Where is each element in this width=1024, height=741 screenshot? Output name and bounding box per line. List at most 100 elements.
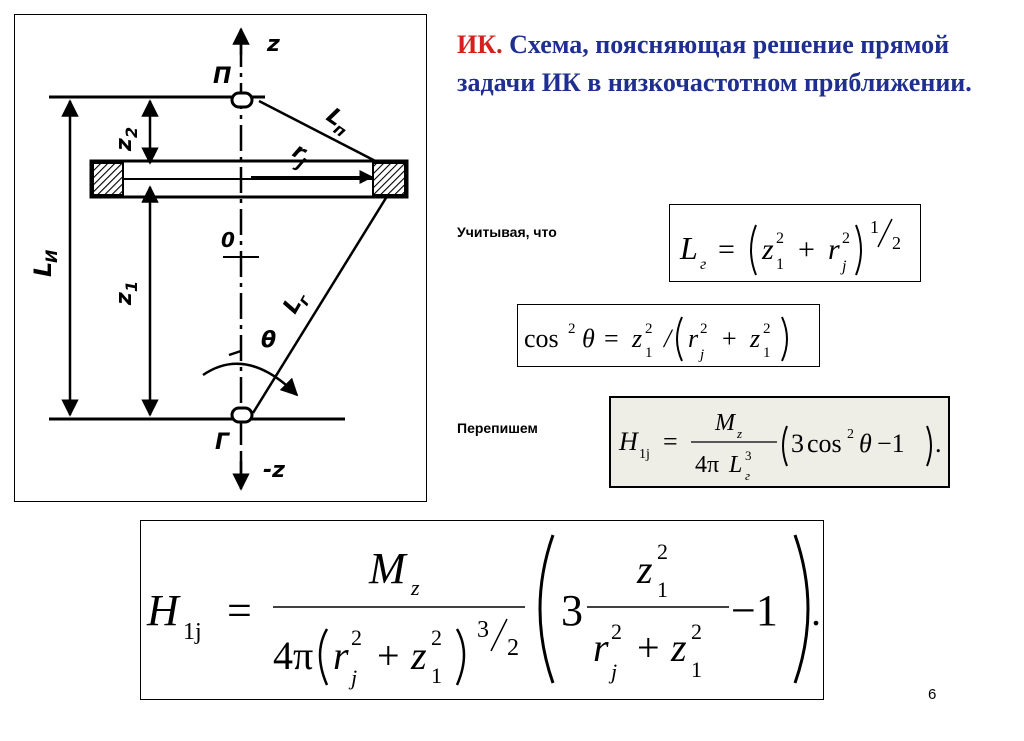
f2-theta: θ xyxy=(582,324,595,353)
f1-exp-num: 1 xyxy=(870,217,879,237)
f4-M-sub: z xyxy=(410,575,420,600)
z1-label: z xyxy=(112,292,137,306)
line-Lg xyxy=(251,192,391,414)
f3-theta: θ xyxy=(859,429,872,458)
f4-z: z xyxy=(410,633,427,678)
formula-Lg-svg: L г = z 2 1 + r 2 j 1 2 xyxy=(679,217,901,276)
f3-cos-sup: 2 xyxy=(847,427,854,442)
formula-H-main: H 1j = M z 4π r 2 j + z 2 1 3 2 3 z 2 1 … xyxy=(140,520,824,700)
formula-Lg: L г = z 2 1 + r 2 j 1 2 xyxy=(669,204,921,282)
f4-H-sub: 1j xyxy=(183,619,202,645)
f1-eq: = xyxy=(718,233,735,266)
f4-den-r-sub: j xyxy=(608,659,617,684)
formula-H-cos: H 1j = M z 4π L 3 г 3 cos 2 θ −1 . xyxy=(609,396,950,488)
line-Ln xyxy=(258,99,388,169)
z2-subscript: 2 xyxy=(122,127,141,138)
f1-z-sup: 2 xyxy=(776,230,784,247)
L-i-subscript: И xyxy=(42,249,61,263)
z2-label: z xyxy=(112,138,137,152)
f2-z2-sub: 1 xyxy=(763,345,771,361)
f4-eq: = xyxy=(227,586,252,635)
f4-r: r xyxy=(333,633,349,678)
page-title: ИК. Схема, поясняющая решение прямой зад… xyxy=(457,26,977,102)
f3-L-sub: г xyxy=(745,468,750,483)
formula-H-main-svg: H 1j = M z 4π r 2 j + z 2 1 3 2 3 z 2 1 … xyxy=(146,534,821,690)
f4-num-z-sub: 1 xyxy=(657,577,668,602)
f4-r-sub: j xyxy=(348,665,357,690)
ring-body xyxy=(89,159,409,199)
top-coil-label: П xyxy=(213,64,231,89)
f4-z-sup: 2 xyxy=(431,625,442,650)
theta-arc xyxy=(202,362,299,397)
f4-H: H xyxy=(146,586,181,635)
f4-den-z-sup: 2 xyxy=(691,619,702,644)
f3-H-sub: 1j xyxy=(639,447,650,462)
caption-rewrite: Перепишем xyxy=(457,420,538,436)
page-number: 6 xyxy=(928,686,937,703)
f4-minus-one: −1 xyxy=(731,586,778,635)
f4-den-z-sub: 1 xyxy=(691,657,702,682)
f1-r-sub: j xyxy=(840,258,847,275)
f1-lhs: L xyxy=(679,230,698,266)
z-axis-label: z xyxy=(266,32,280,57)
f4-exp-num: 3 xyxy=(477,617,489,643)
f4-plus: + xyxy=(377,633,400,678)
f2-plus: + xyxy=(722,324,737,353)
f4-num-z-sup: 2 xyxy=(657,539,668,564)
transmitter-coil xyxy=(230,91,254,109)
f2-r-sub: j xyxy=(698,347,704,363)
formula-cos-svg: cos 2 θ = z 2 1 / r 2 j + z 2 1 xyxy=(524,316,788,363)
ring-hatch-left xyxy=(92,162,124,196)
L-i-label: L xyxy=(29,262,57,277)
f1-exp-den: 2 xyxy=(892,233,901,253)
f3-dot: . xyxy=(935,429,942,458)
schematic-diagram: z -z П Г 0 θ L И z 2 z 1 r j L п L г xyxy=(14,14,427,502)
formula-H-cos-svg: H 1j = M z 4π L 3 г 3 cos 2 θ −1 . xyxy=(618,410,942,483)
f3-den: 4π xyxy=(695,452,719,478)
f4-den-plus: + xyxy=(637,625,660,670)
receiver-coil xyxy=(230,406,254,424)
f2-z: z xyxy=(631,324,642,353)
f1-z: z xyxy=(761,233,774,266)
f2-z-sup: 2 xyxy=(645,321,653,337)
f4-dot: . xyxy=(811,589,821,634)
f4-den-r: r xyxy=(593,625,609,670)
f4-num-z: z xyxy=(636,547,653,592)
theta-label: θ xyxy=(261,328,276,353)
f4-den-z: z xyxy=(670,625,687,670)
f4-M: M xyxy=(368,544,408,593)
f2-z2: z xyxy=(749,324,760,353)
f2-r-sup: 2 xyxy=(700,321,708,337)
f4-r-sup: 2 xyxy=(351,625,362,650)
f3-H: H xyxy=(618,427,639,456)
caption-given: Учитывая, что xyxy=(457,224,557,240)
f2-z-sub: 1 xyxy=(645,345,653,361)
z1-subscript: 1 xyxy=(122,281,141,292)
f2-cos: cos xyxy=(524,324,559,353)
f3-M: M xyxy=(714,410,737,436)
f3-L: L xyxy=(728,452,742,478)
title-prefix: ИК. xyxy=(457,30,503,59)
f1-lhs-sub: г xyxy=(700,256,706,273)
f1-r: r xyxy=(828,233,840,266)
f2-eq: = xyxy=(604,324,619,353)
ring-hatch-right xyxy=(372,162,406,196)
f4-z-sub: 1 xyxy=(431,663,442,688)
f4-three: 3 xyxy=(561,586,583,635)
diagram-svg: z -z П Г 0 θ L И z 2 z 1 r j L п L г xyxy=(29,27,409,491)
f3-L-sup: 3 xyxy=(745,448,752,463)
f4-den: 4π xyxy=(273,633,313,678)
f3-M-sub: z xyxy=(736,426,742,441)
f2-z2-sup: 2 xyxy=(763,321,771,337)
f1-plus: + xyxy=(798,233,815,266)
formula-cos: cos 2 θ = z 2 1 / r 2 j + z 2 1 xyxy=(517,304,820,367)
f4-exp-den: 2 xyxy=(507,635,519,661)
f4-den-r-sup: 2 xyxy=(611,619,622,644)
f1-r-sup: 2 xyxy=(842,230,850,247)
origin-label: 0 xyxy=(221,228,235,252)
bottom-coil-label: Г xyxy=(215,430,230,455)
f2-slash: / xyxy=(662,324,674,353)
minus-z-axis-label: -z xyxy=(263,458,285,483)
f2-r: r xyxy=(688,324,699,353)
f3-cos: cos xyxy=(807,429,842,458)
